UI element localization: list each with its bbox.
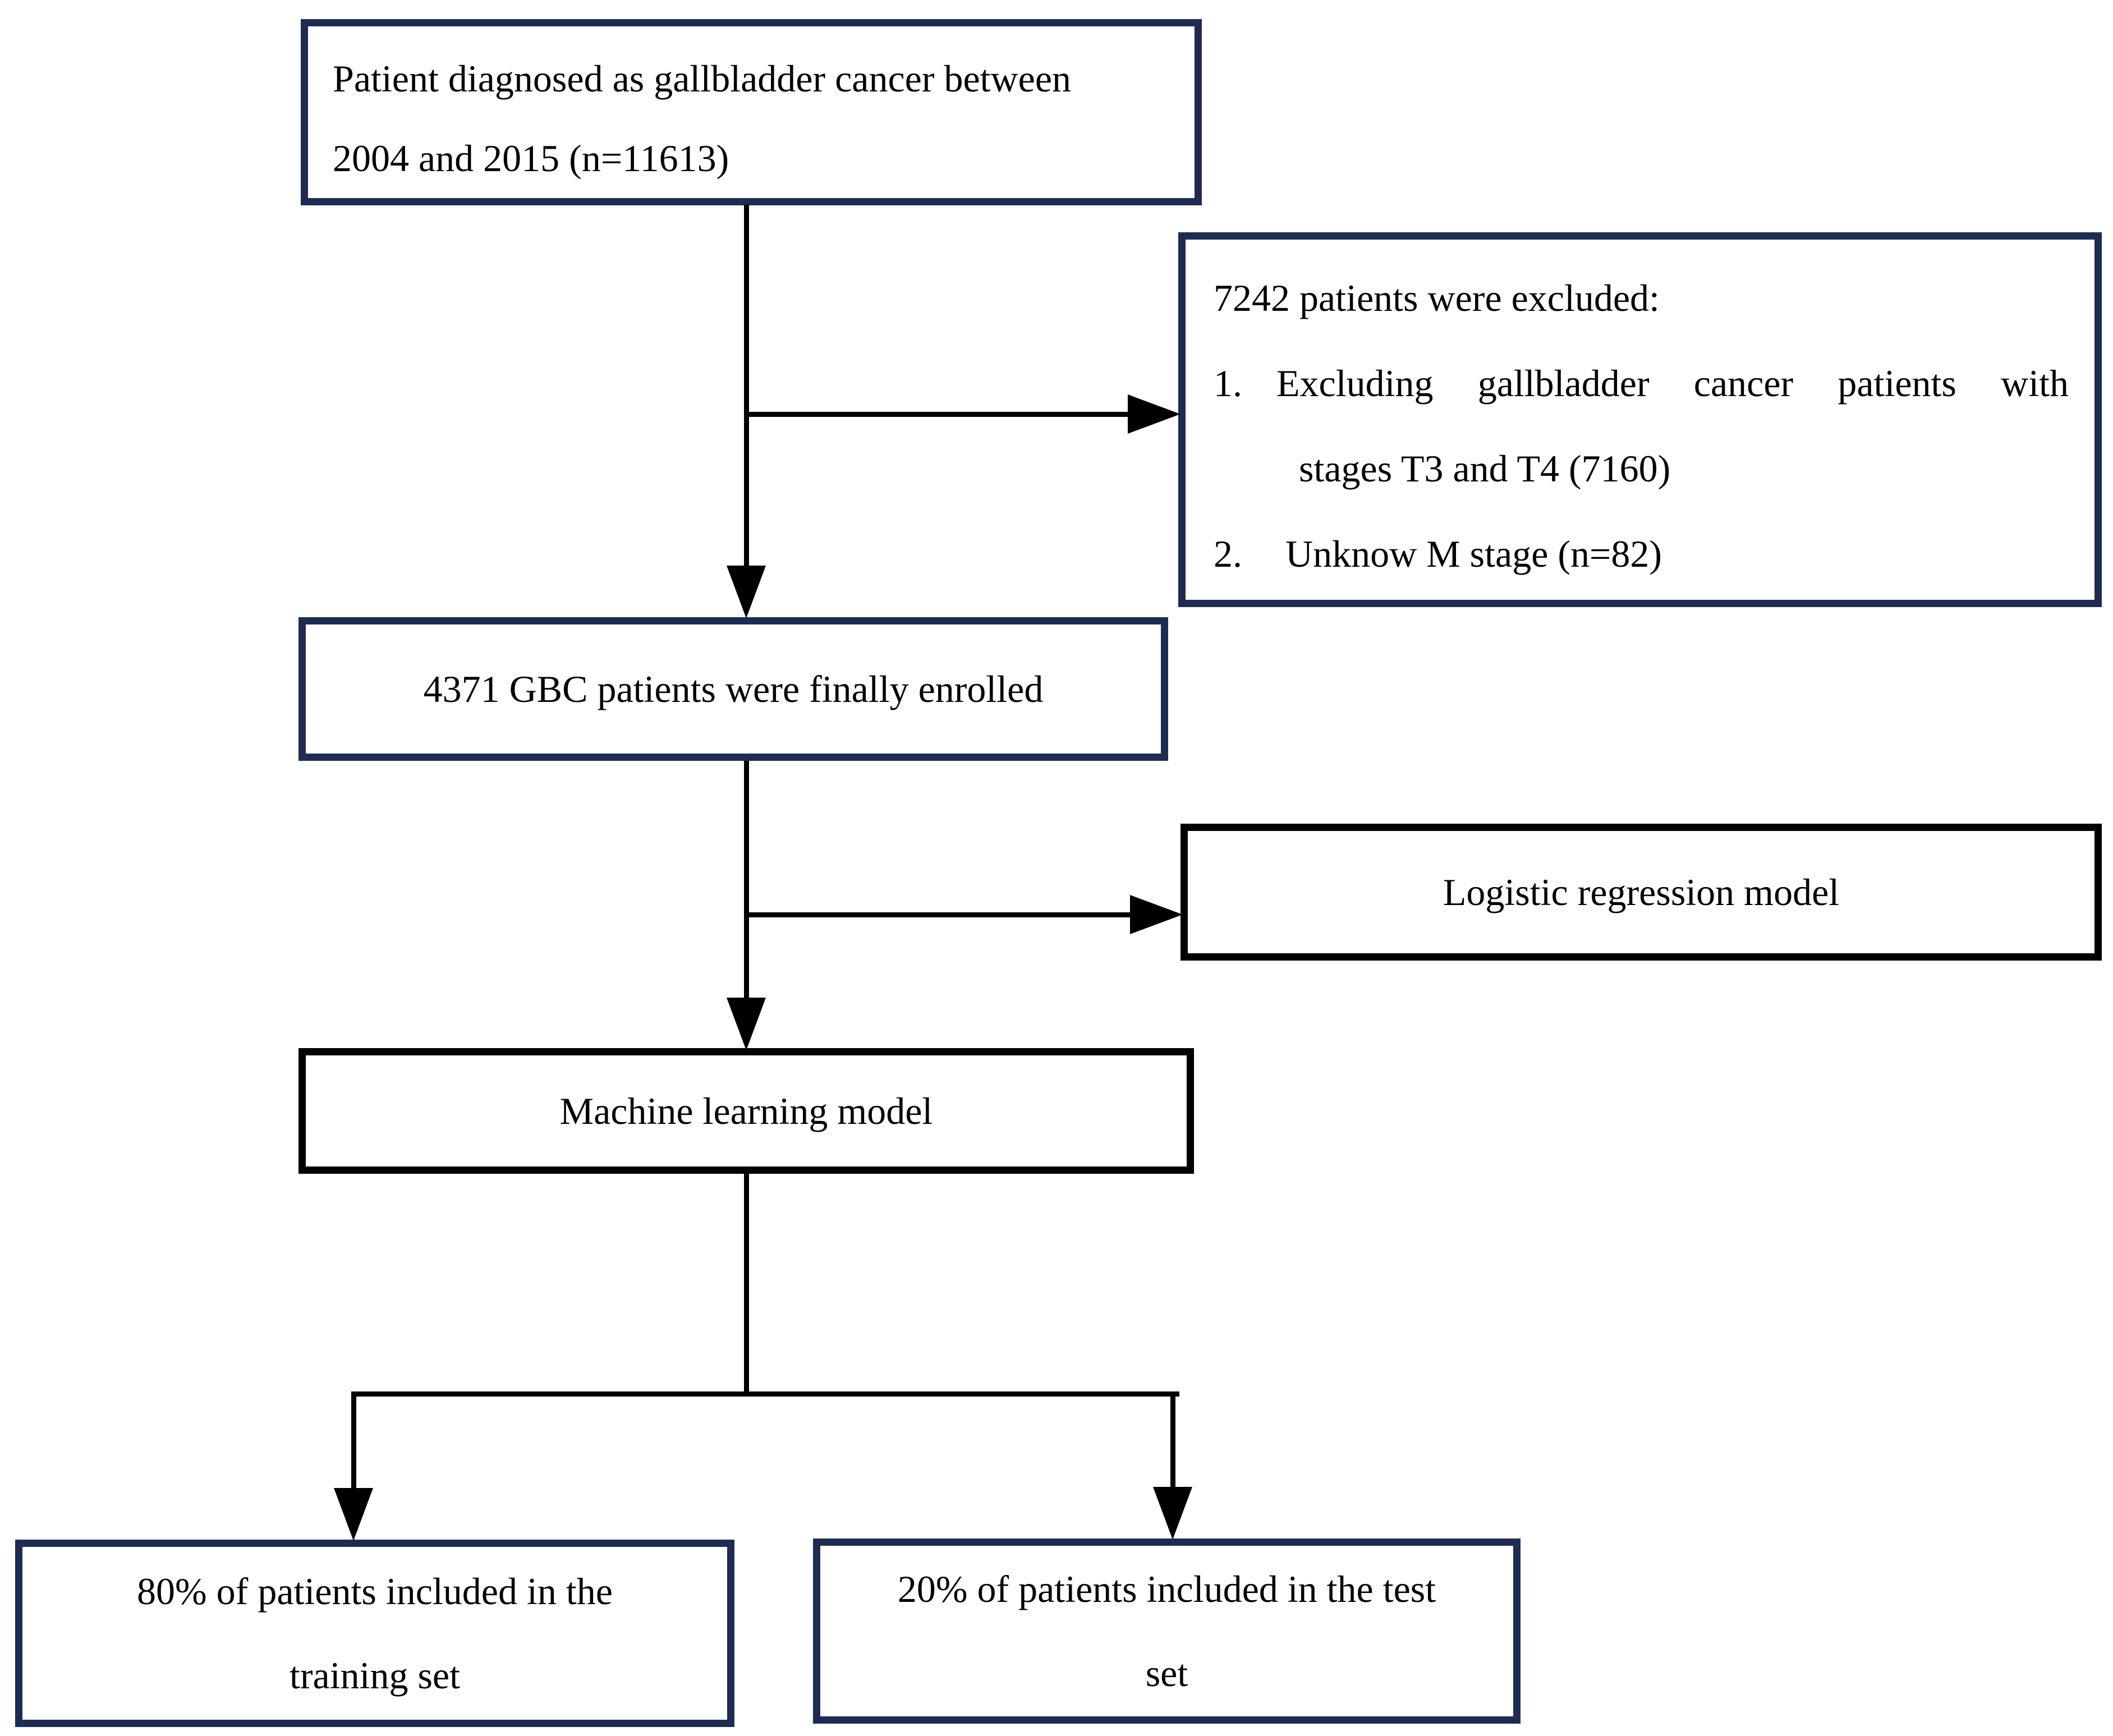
excluded-item1-continued: stages T3 and T4 (7160) [1299,447,1671,490]
arrowhead-right-logistic-icon [1130,895,1183,934]
arrowhead-down-training-icon [334,1488,373,1541]
connector-enrolled-to-ml [744,761,749,1002]
training-line2: training set [289,1654,461,1697]
connector-to-training [351,1391,356,1494]
arrowhead-down-test-icon [1153,1487,1192,1540]
connector-split-horizontal [351,1391,1179,1397]
box-training-set: 80% of patients included in the training… [15,1540,734,1727]
excluded-item1-text: Excluding gallbladder cancer patients wi… [1276,362,2069,405]
test-line1: 20% of patients included in the test [897,1568,1436,1610]
arrowhead-down-ml-icon [727,998,766,1050]
excluded-item1-number: 1. [1214,362,1242,405]
excluded-item2-text: Unknow M stage (n=82) [1285,532,1662,575]
box-patients-enrolled: 4371 GBC patients were finally enrolled [298,617,1168,761]
box-machine-learning-model: Machine learning model [298,1048,1194,1174]
connector-diagnosed-to-enrolled [744,205,749,571]
machine-learning-text: Machine learning model [559,1089,933,1132]
box-patients-diagnosed: Patient diagnosed as gallbladder cancer … [301,19,1202,205]
excluded-item2-number: 2. [1214,532,1242,575]
enrolled-text: 4371 GBC patients were finally enrolled [423,667,1044,710]
box-logistic-regression-model: Logistic regression model [1180,824,2102,961]
arrowhead-right-excluded-icon [1128,394,1180,434]
arrowhead-down-enrolled-icon [727,566,766,618]
box-test-set: 20% of patients included in the test set [813,1538,1521,1724]
diagnosed-line1: Patient diagnosed as gallbladder cancer … [333,57,1072,100]
diagnosed-line2: 2004 and 2015 (n=11613) [333,137,729,180]
connector-to-test [1170,1391,1175,1492]
connector-to-logistic [744,912,1132,917]
test-line2: set [1145,1652,1188,1694]
excluded-item-2: 2. Unknow M stage (n=82) [1214,511,2069,596]
logistic-text: Logistic regression model [1443,870,1840,913]
excluded-title: 7242 patients were excluded: [1214,277,1660,319]
excluded-item-1: 1. Excluding gallbladder cancer patients… [1214,341,2069,426]
connector-ml-down [744,1174,749,1397]
box-patients-excluded: 7242 patients were excluded: 1. Excludin… [1178,232,2102,607]
connector-to-excluded [744,412,1134,417]
training-line1: 80% of patients included in the [137,1570,613,1613]
